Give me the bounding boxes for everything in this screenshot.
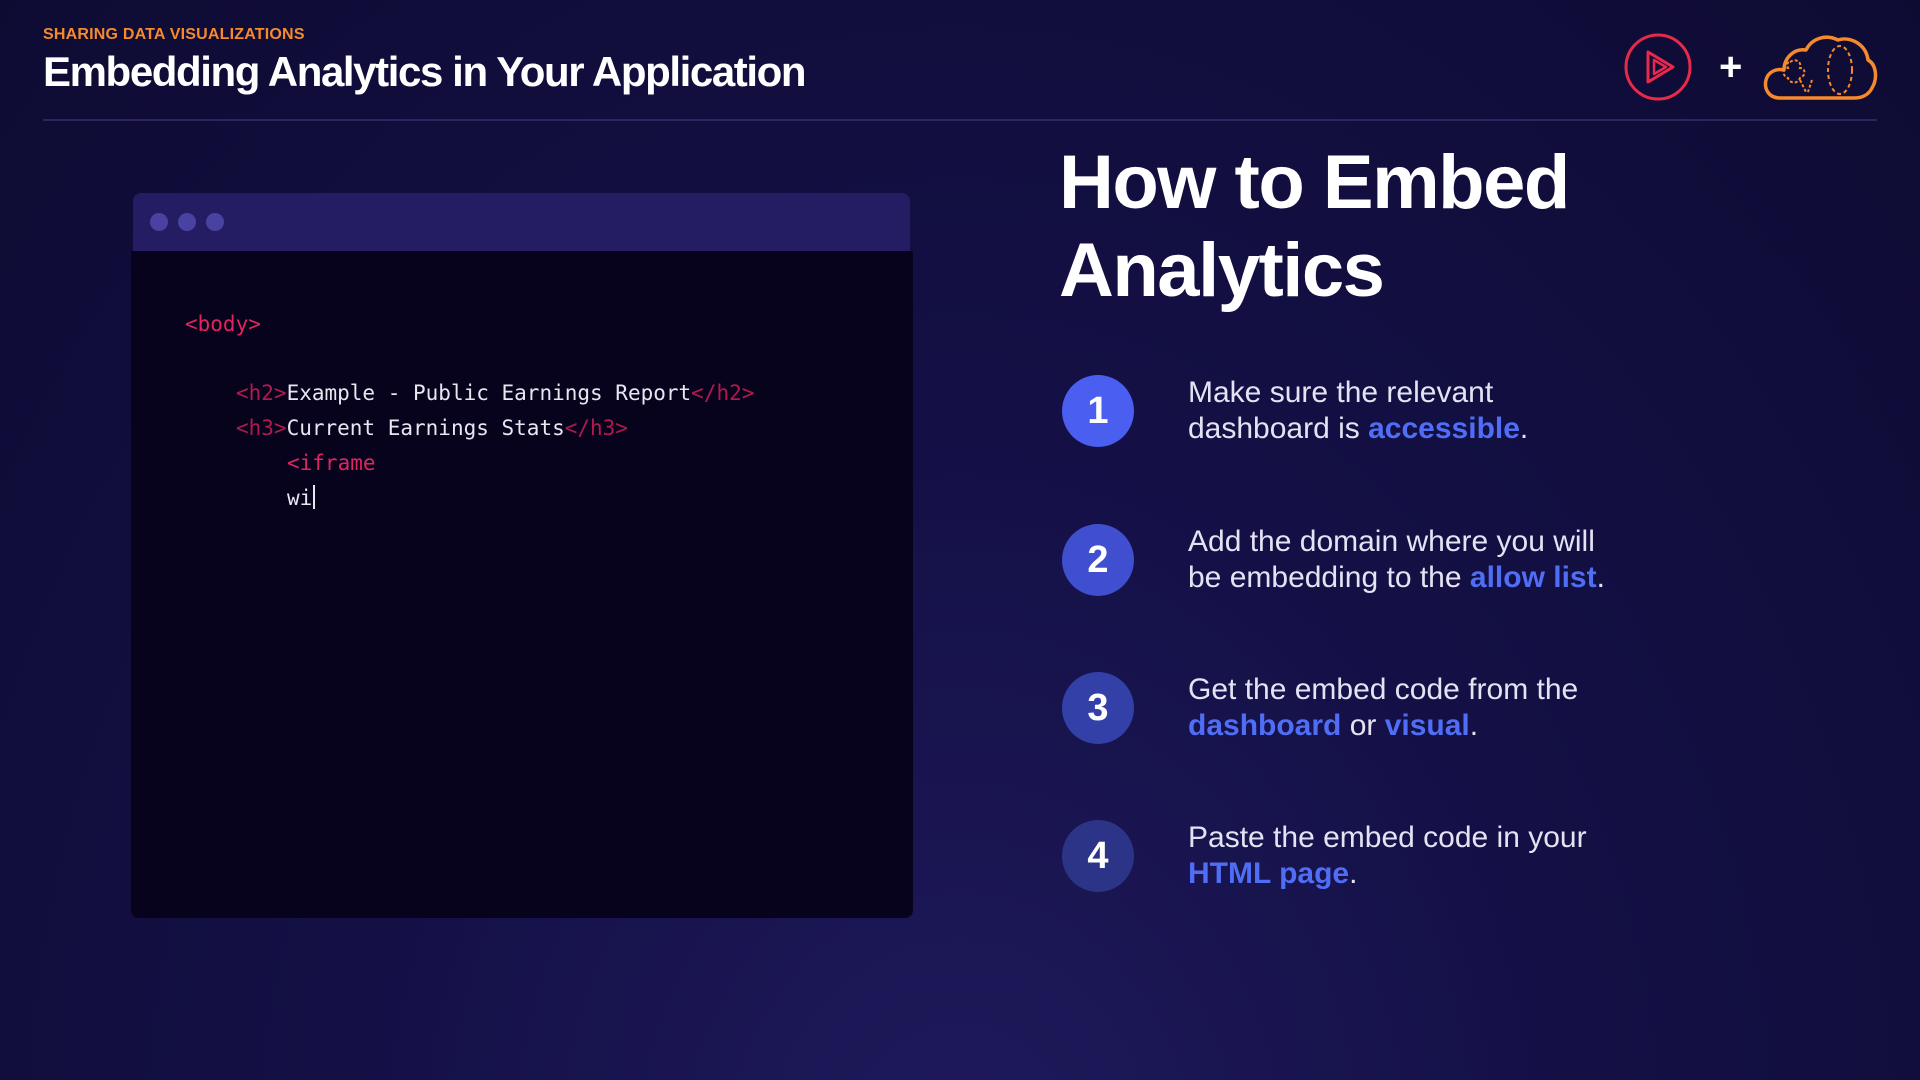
step-number-badge: 3 [1062, 672, 1134, 744]
window-dot-icon [206, 213, 224, 231]
window-dot-icon [150, 213, 168, 231]
step-text: Get the embed code from the dashboard or… [1188, 673, 1579, 742]
header-divider [43, 119, 1877, 121]
code-line-1: <body> [185, 312, 261, 336]
step-1: 1 Make sure the relevant dashboard is ac… [1062, 375, 1862, 455]
step-number-badge: 1 [1062, 375, 1134, 447]
play-logo-icon [1624, 33, 1692, 101]
step-4: 4 Paste the embed code in your HTML page… [1062, 820, 1862, 900]
code-editor-window: <body> <h2>Example - Public Earnings Rep… [131, 193, 913, 918]
cloud-logo-icon [1763, 35, 1878, 100]
window-dot-icon [178, 213, 196, 231]
code-line-5: wi [287, 484, 316, 512]
step-text: Paste the embed code in your HTML page. [1188, 821, 1587, 890]
step-text: Add the domain where you will be embeddi… [1188, 525, 1605, 594]
section-title: How to Embed Analytics [1059, 140, 1570, 313]
code-area[interactable]: <body> <h2>Example - Public Earnings Rep… [131, 251, 913, 918]
logo-group: + [1623, 28, 1878, 108]
step-text: Make sure the relevant dashboard is acce… [1188, 376, 1529, 445]
plus-icon: + [1719, 45, 1743, 89]
code-line-2: <h2>Example - Public Earnings Report</h2… [236, 381, 755, 405]
window-title-bar [133, 193, 910, 251]
step-3: 3 Get the embed code from the dashboard … [1062, 672, 1862, 752]
text-cursor [313, 485, 316, 509]
step-number-badge: 4 [1062, 820, 1134, 892]
code-line-3: <h3>Current Earnings Stats</h3> [236, 416, 628, 440]
step-2: 2 Add the domain where you will be embed… [1062, 524, 1862, 604]
slide-kicker: SHARING DATA VISUALIZATIONS [43, 26, 305, 43]
step-number-badge: 2 [1062, 524, 1134, 596]
slide-title: Embedding Analytics in Your Application [43, 48, 807, 95]
slide-header: SHARING DATA VISUALIZATIONS Embedding An… [43, 26, 1877, 121]
code-line-4: <iframe [287, 451, 376, 475]
